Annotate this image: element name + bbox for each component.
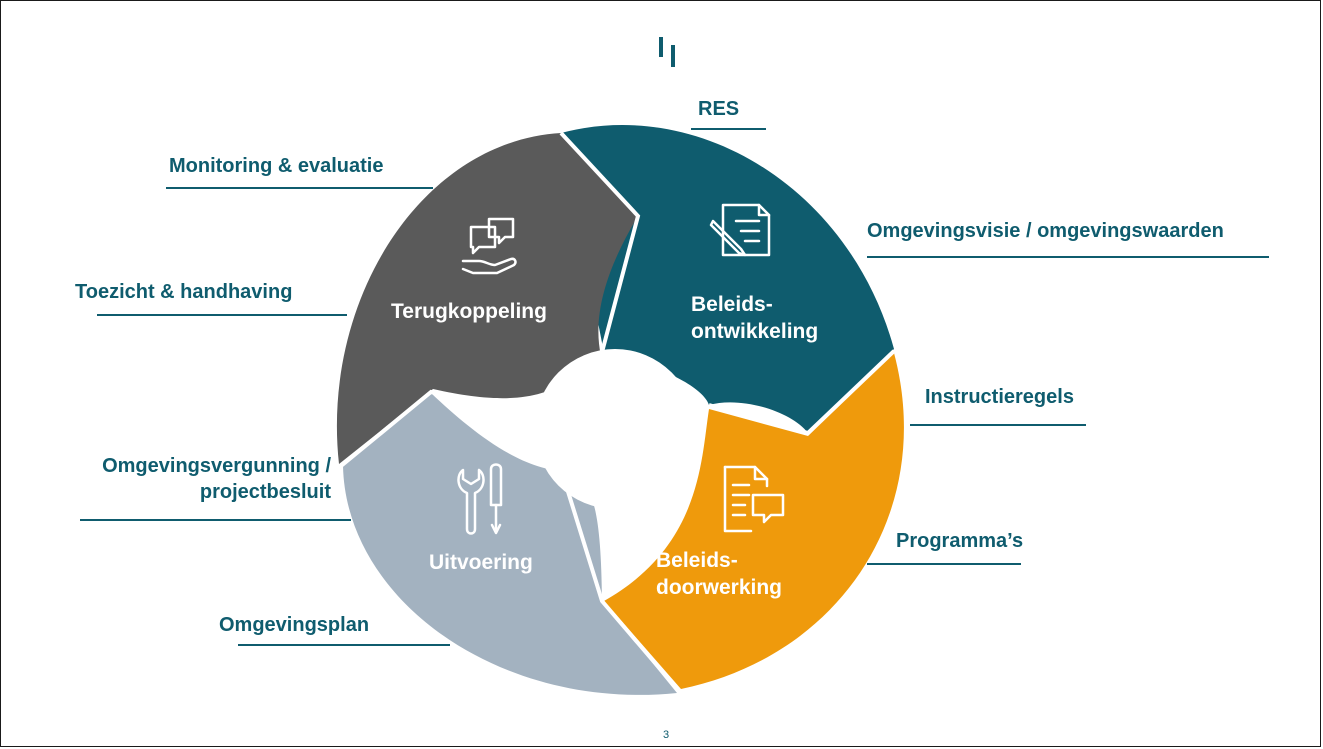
segment-title-beleidsdoorwerking: Beleids- doorwerking	[656, 549, 783, 599]
segment-beleidsdoorwerking	[604, 353, 904, 689]
label-omgevingsvisie: Omgevingsvisie / omgevingswaarden	[867, 220, 1224, 242]
label-omgevingsplan: Omgevingsplan	[219, 614, 370, 636]
rule-omgevingsplan	[238, 644, 450, 646]
rule-res	[691, 128, 766, 130]
rule-instructieregels	[910, 424, 1086, 426]
label-instructieregels: Instructieregels	[925, 386, 1074, 408]
segment-title-uitvoering: Uitvoering	[429, 551, 533, 574]
rule-omgevingsvisie	[867, 256, 1269, 258]
rule-toezicht	[97, 314, 347, 316]
rule-monitoring	[166, 187, 433, 189]
center-hole	[535, 349, 695, 509]
rule-vergunning	[80, 519, 351, 521]
label-toezicht: Toezicht & handhaving	[75, 281, 293, 303]
label-programmas: Programma’s	[896, 530, 1024, 552]
tools-icon	[457, 463, 503, 535]
label-res: RES	[698, 98, 740, 120]
segment-title-terugkoppeling: Terugkoppeling	[391, 300, 547, 323]
rule-programmas	[867, 563, 1021, 565]
document-pen-icon	[709, 203, 771, 257]
brand-logo	[659, 37, 685, 67]
segment-title-beleidsontwikkeling: Beleids- ontwikkeling	[691, 293, 819, 343]
label-monitoring: Monitoring & evaluatie	[169, 155, 384, 177]
chat-hand-icon	[461, 217, 517, 275]
segment-uitvoering	[343, 393, 677, 695]
label-vergunning: Omgevingsvergunning / projectbesluit	[102, 455, 331, 503]
document-chat-icon	[723, 465, 785, 533]
page-number: 3	[663, 729, 670, 741]
